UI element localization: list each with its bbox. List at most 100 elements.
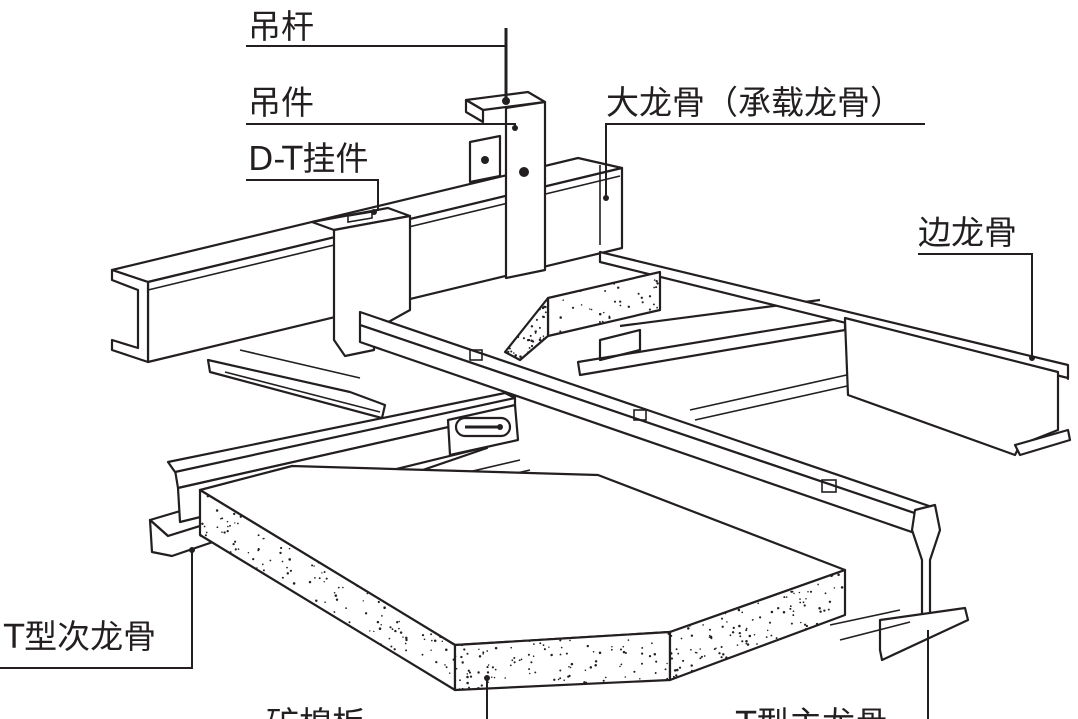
texture-speck: [455, 667, 458, 670]
texture-speck: [586, 644, 589, 648]
texture-speck: [756, 643, 758, 645]
texture-speck: [745, 629, 748, 632]
texture-speck: [405, 649, 408, 652]
texture-speck: [508, 347, 511, 350]
t-cross-keels: [576, 298, 866, 421]
texture-speck: [594, 663, 597, 667]
texture-speck: [221, 517, 224, 520]
texture-speck: [585, 681, 588, 684]
texture-speck: [777, 607, 780, 610]
texture-speck: [509, 664, 512, 667]
texture-speck: [654, 672, 657, 674]
texture-speck: [362, 600, 365, 602]
texture-speck: [460, 643, 464, 647]
texture-speck: [675, 674, 678, 677]
texture-speck: [641, 646, 644, 649]
texture-speck: [678, 666, 682, 669]
texture-speck: [461, 687, 464, 690]
texture-speck: [431, 639, 433, 642]
texture-speck: [655, 286, 658, 289]
texture-speck: [335, 598, 339, 601]
texture-speck: [664, 668, 667, 671]
texture-speck: [421, 633, 425, 637]
texture-speck: [830, 575, 833, 578]
texture-speck: [223, 531, 226, 534]
texture-speck: [799, 598, 801, 600]
texture-speck: [482, 652, 485, 655]
texture-speck: [601, 320, 604, 323]
texture-speck: [751, 619, 754, 621]
texture-speck: [216, 526, 219, 529]
texture-speck: [507, 350, 510, 353]
texture-speck: [653, 279, 656, 281]
texture-speck: [765, 636, 768, 638]
texture-speck: [598, 321, 601, 323]
texture-speck: [729, 634, 732, 637]
texture-speck: [542, 644, 545, 646]
texture-speck: [281, 560, 284, 563]
texture-speck: [759, 616, 762, 619]
texture-speck: [745, 642, 747, 645]
texture-speck: [396, 621, 399, 624]
texture-speck: [376, 620, 380, 624]
texture-speck: [286, 566, 288, 569]
texture-speck: [690, 634, 694, 637]
edge-keel: [598, 250, 1072, 457]
texture-speck: [653, 653, 657, 656]
texture-speck: [560, 646, 563, 649]
texture-speck: [699, 657, 702, 660]
texture-speck: [809, 590, 813, 593]
texture-speck: [720, 656, 723, 659]
texture-speck: [559, 669, 562, 672]
texture-speck: [315, 599, 318, 602]
texture-speck: [789, 605, 792, 608]
texture-speck: [538, 326, 541, 329]
texture-speck: [798, 591, 801, 594]
texture-speck: [789, 607, 792, 610]
texture-speck: [700, 655, 703, 658]
texture-speck: [624, 676, 627, 678]
texture-speck: [513, 661, 516, 664]
texture-speck: [530, 344, 534, 348]
texture-speck: [745, 627, 748, 630]
texture-speck: [482, 651, 485, 654]
texture-speck: [682, 659, 685, 662]
texture-speck: [445, 666, 448, 669]
texture-speck: [627, 639, 630, 641]
texture-speck: [321, 572, 323, 574]
texture-speck: [699, 648, 701, 650]
texture-speck: [439, 635, 442, 639]
texture-speck: [478, 655, 482, 658]
texture-speck: [641, 652, 644, 655]
texture-speck: [220, 518, 222, 520]
texture-speck: [430, 649, 432, 651]
texture-speck: [589, 308, 591, 310]
texture-speck: [466, 675, 469, 679]
texture-speck: [458, 688, 461, 691]
texture-speck: [688, 624, 691, 627]
texture-speck: [828, 600, 832, 604]
texture-speck: [548, 646, 550, 648]
hanger-rod: [502, 28, 510, 105]
texture-speck: [469, 675, 473, 678]
texture-speck: [520, 658, 523, 661]
texture-speck: [252, 557, 255, 561]
texture-speck: [584, 669, 587, 672]
texture-speck: [598, 312, 602, 316]
texture-speck: [529, 334, 532, 337]
texture-speck: [534, 671, 537, 674]
texture-speck: [528, 639, 531, 643]
texture-speck: [563, 679, 565, 681]
texture-speck: [559, 639, 562, 642]
texture-speck: [390, 645, 393, 648]
texture-speck: [721, 625, 724, 628]
texture-speck: [570, 662, 574, 666]
texture-speck: [718, 652, 721, 655]
texture-speck: [280, 546, 283, 550]
texture-speck: [232, 554, 235, 557]
texture-speck: [263, 537, 265, 540]
texture-speck: [589, 666, 593, 669]
texture-speck: [739, 635, 742, 638]
texture-speck: [487, 664, 490, 666]
texture-speck: [720, 645, 723, 649]
